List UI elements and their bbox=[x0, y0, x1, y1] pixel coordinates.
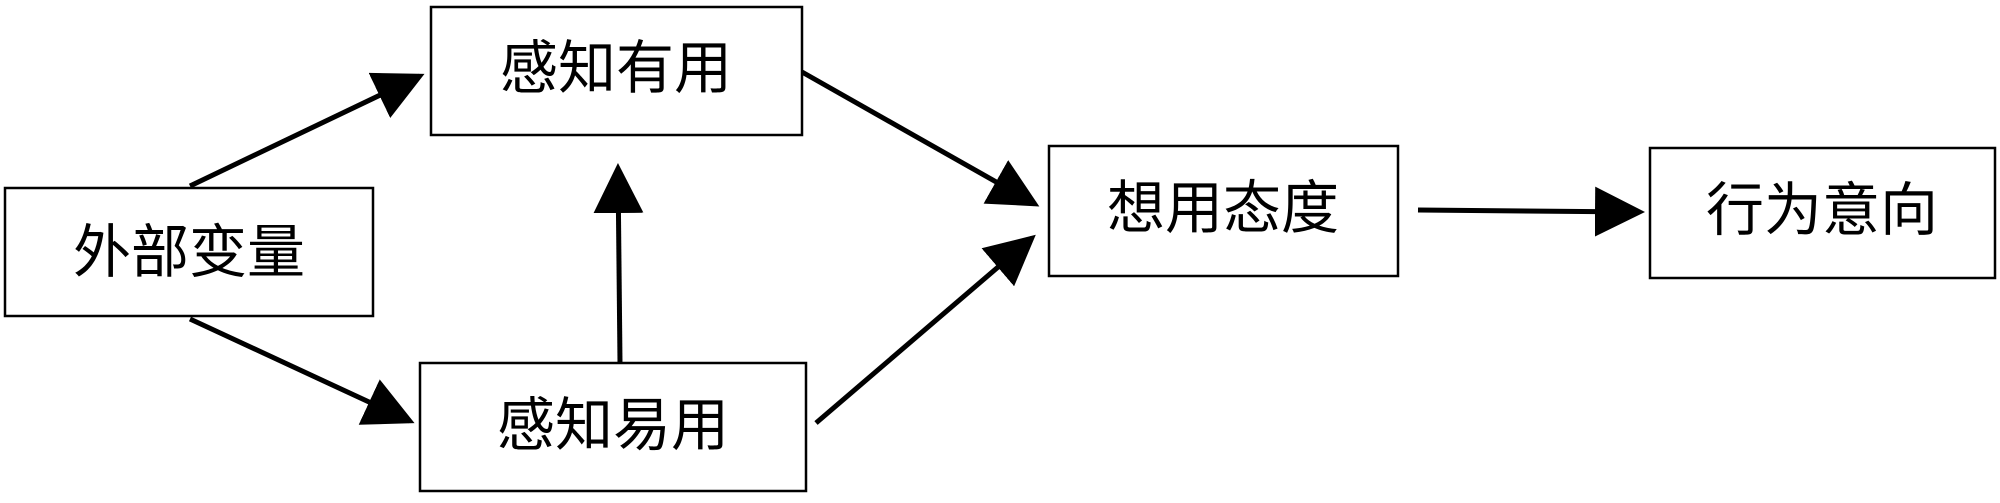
node-perceived-ease-of-use: 感知易用 bbox=[418, 361, 808, 493]
edge-attitude-to-intention bbox=[1417, 186, 1645, 237]
edge-ease-to-usefulness bbox=[593, 163, 644, 364]
node-perceived-usefulness: 感知有用 bbox=[429, 5, 804, 137]
edges bbox=[188, 69, 1645, 425]
node-perceived-usefulness-label: 感知有用 bbox=[500, 34, 732, 102]
node-attitude-toward-using: 想用态度 bbox=[1047, 144, 1400, 278]
node-external-variables-box bbox=[3, 186, 375, 318]
node-attitude-toward-using-box bbox=[1047, 144, 1400, 278]
edge-usefulness-to-attitude bbox=[800, 69, 1040, 207]
edge-ease-to-attitude bbox=[814, 234, 1036, 425]
node-external-variables-label: 外部变量 bbox=[73, 218, 305, 286]
node-external-variables: 外部变量 bbox=[3, 186, 375, 318]
node-behavioral-intention: 行为意向 bbox=[1648, 146, 1997, 280]
node-behavioral-intention-box bbox=[1648, 146, 1997, 280]
node-perceived-usefulness-box bbox=[429, 5, 804, 137]
edge-external-to-ease bbox=[188, 316, 415, 425]
node-attitude-toward-using-label: 想用态度 bbox=[1107, 174, 1339, 242]
node-perceived-ease-of-use-label: 感知易用 bbox=[497, 391, 729, 459]
edge-external-to-usefulness bbox=[188, 72, 425, 189]
node-behavioral-intention-label: 行为意向 bbox=[1706, 176, 1938, 244]
node-perceived-ease-of-use-box bbox=[418, 361, 808, 493]
